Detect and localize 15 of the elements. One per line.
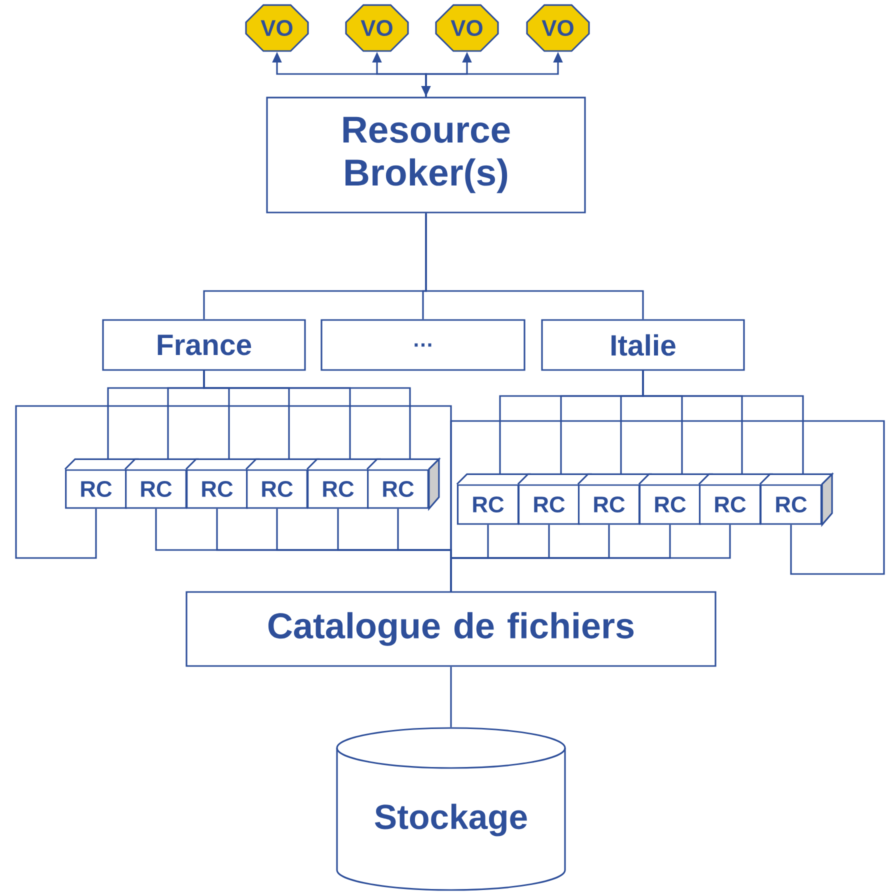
box: Resource Broker(s) [266,96,586,214]
box: … [320,319,526,371]
connector [450,420,885,592]
connector [425,213,644,320]
box: Italie [541,319,745,371]
vo-octagon: VO [435,4,499,52]
box: Catalogue de fichiers [186,591,716,667]
connector [450,666,452,728]
connector [203,370,411,460]
vo-octagon: VO [345,4,409,52]
vo-octagon: VO [526,4,590,52]
vo-octagon: VO [245,4,309,52]
connector [642,370,804,474]
box: France [102,319,306,371]
storage-cylinder: Stockage [336,727,566,891]
